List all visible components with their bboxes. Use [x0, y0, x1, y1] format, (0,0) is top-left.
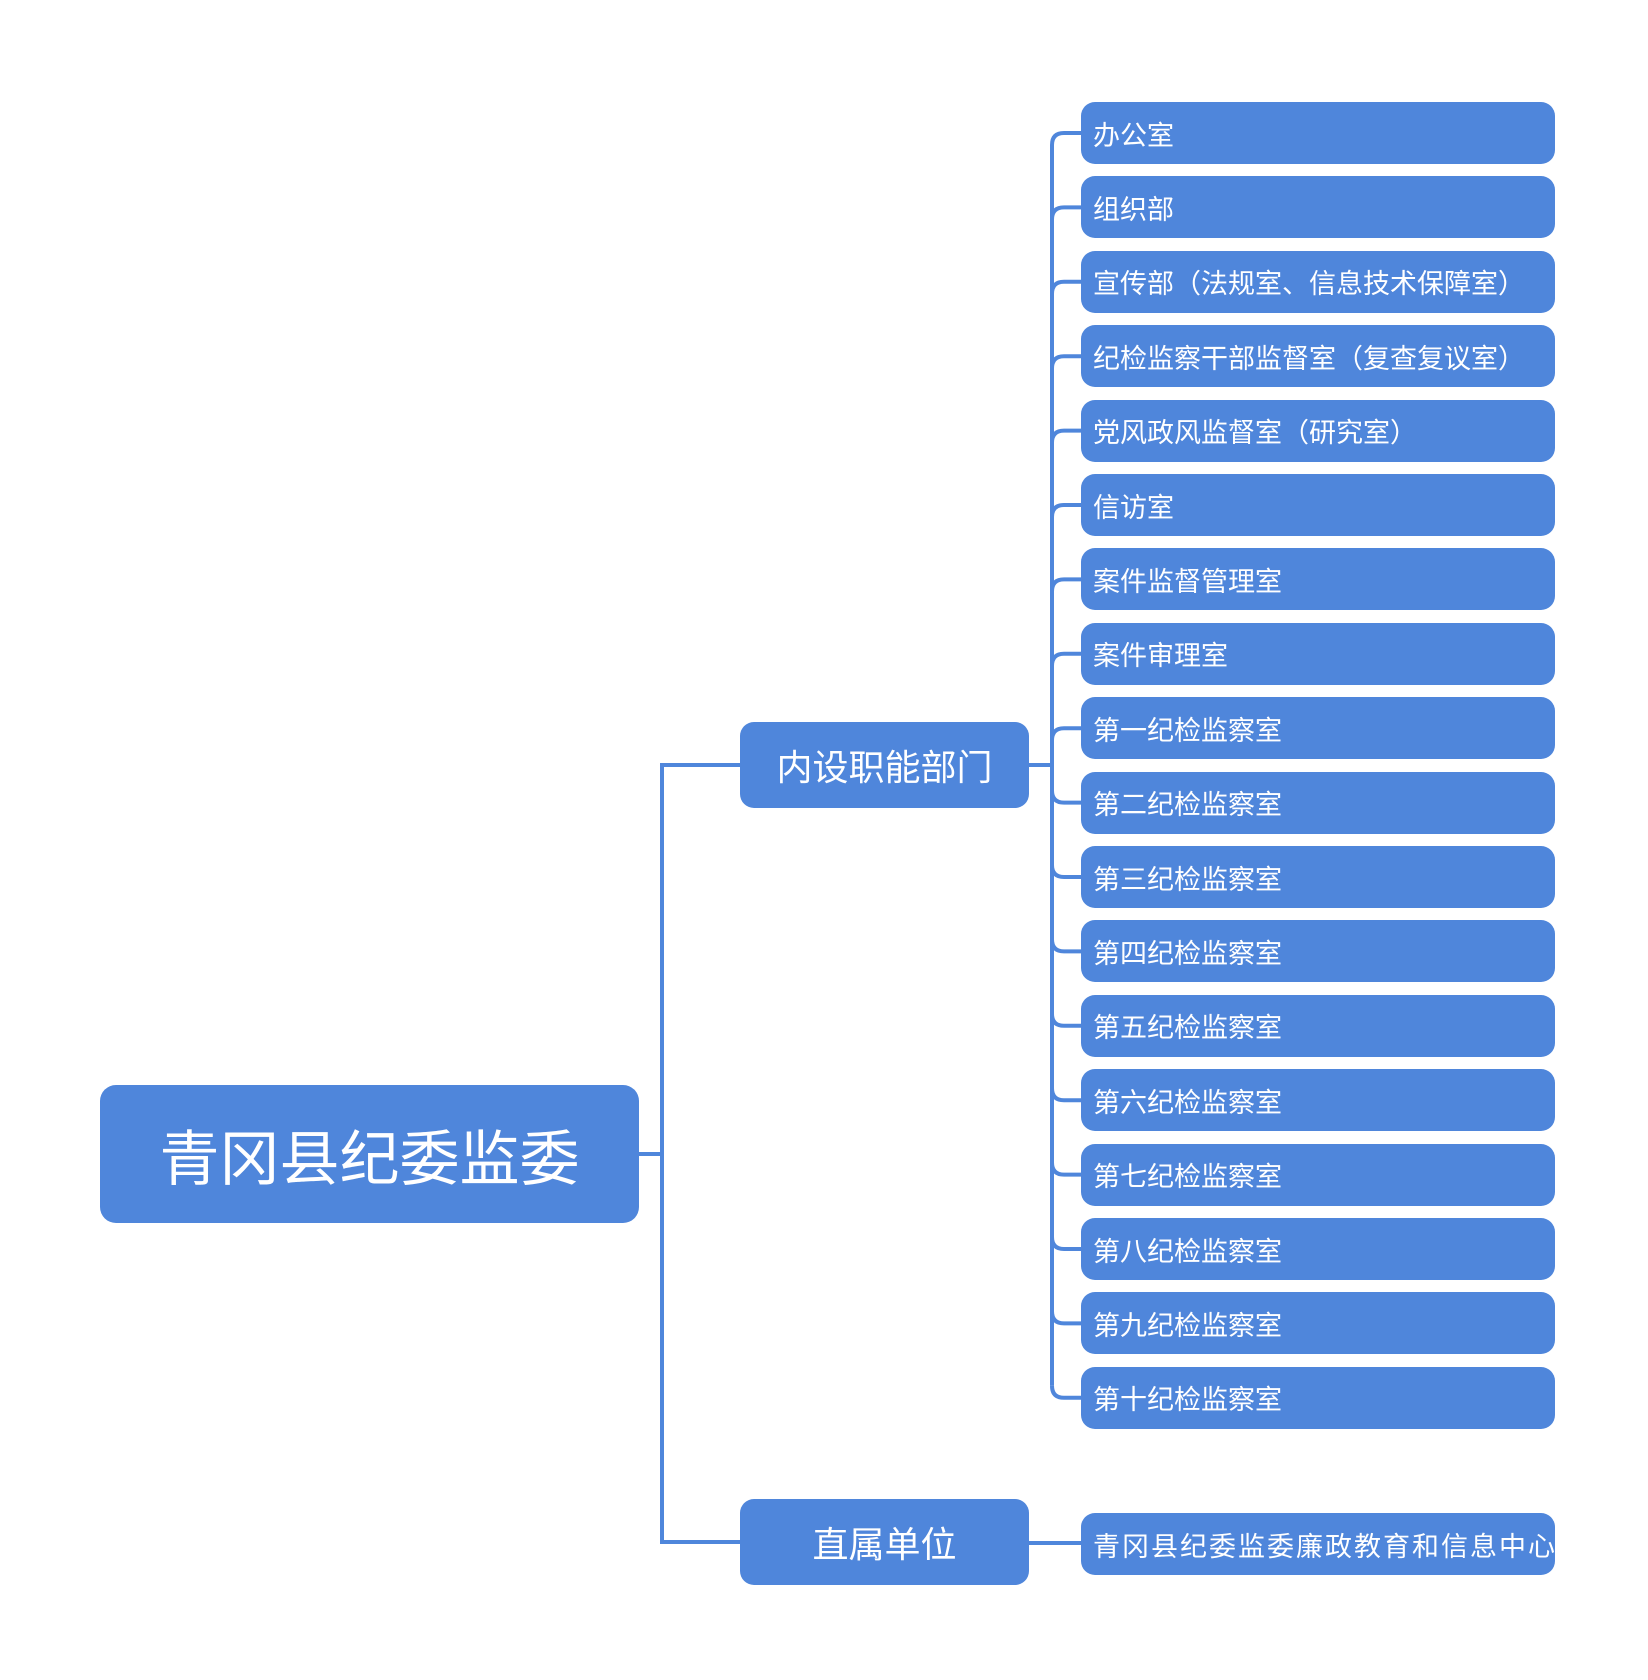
leaf-node[interactable]: 第八纪检监察室	[1081, 1218, 1555, 1280]
leaf-connector	[1050, 939, 1081, 954]
leaf-node[interactable]: 第三纪检监察室	[1081, 846, 1555, 908]
leaf-connector	[1050, 790, 1081, 805]
leaf-connector	[1050, 1236, 1081, 1251]
leaf-node[interactable]: 第一纪检监察室	[1081, 697, 1555, 760]
leaf-node[interactable]: 第二纪检监察室	[1081, 771, 1555, 834]
leaf-node[interactable]: 案件监督管理室	[1081, 548, 1555, 611]
leaf-connector	[1050, 1088, 1081, 1103]
leaf-node[interactable]: 青冈县纪委监委廉政教育和信息中心	[1081, 1513, 1555, 1575]
leaf-connector	[1050, 205, 1081, 220]
leaf-connector	[1050, 577, 1081, 592]
branch-node-affiliated-units[interactable]: 直属单位	[740, 1499, 1029, 1585]
leaf-node[interactable]: 第四纪检监察室	[1081, 920, 1555, 983]
leaf-connector	[1050, 1162, 1081, 1177]
leaf-connector	[1050, 651, 1081, 666]
leaf-node[interactable]: 党风政风监督室（研究室）	[1081, 399, 1555, 462]
root-node[interactable]: 青冈县纪委监委	[100, 1085, 639, 1223]
leaf-connector	[1050, 279, 1081, 294]
leaf-connector	[1050, 1013, 1081, 1028]
leaf-connector	[1050, 864, 1081, 879]
leaf-connector	[1050, 428, 1081, 443]
leaf-connector	[1050, 354, 1081, 369]
leaf-node[interactable]: 第五纪检监察室	[1081, 994, 1555, 1057]
leaf-node[interactable]: 信访室	[1081, 474, 1555, 536]
branch-node-internal-departments[interactable]: 内设职能部门	[740, 722, 1029, 808]
leaf-node[interactable]: 第七纪检监察室	[1081, 1143, 1555, 1206]
leaf-node[interactable]: 宣传部（法规室、信息技术保障室）	[1081, 250, 1555, 313]
leaf-node[interactable]: 纪检监察干部监督室（复查复议室）	[1081, 325, 1555, 388]
leaf-connector	[1050, 131, 1081, 146]
leaf-connector	[1050, 1385, 1081, 1400]
leaf-connector	[1050, 726, 1081, 741]
leaf-node[interactable]: 第九纪检监察室	[1081, 1292, 1555, 1355]
leaf-node[interactable]: 第十纪检监察室	[1081, 1366, 1555, 1429]
trunk-line	[660, 763, 740, 1544]
leaf-node[interactable]: 第六纪检监察室	[1081, 1069, 1555, 1132]
leaf-connector	[1050, 1311, 1081, 1326]
leaf-node[interactable]: 办公室	[1081, 102, 1555, 164]
leaf-node[interactable]: 组织部	[1081, 176, 1555, 239]
leaf-node[interactable]: 案件审理室	[1081, 622, 1555, 685]
leaf-connector	[1050, 503, 1081, 518]
